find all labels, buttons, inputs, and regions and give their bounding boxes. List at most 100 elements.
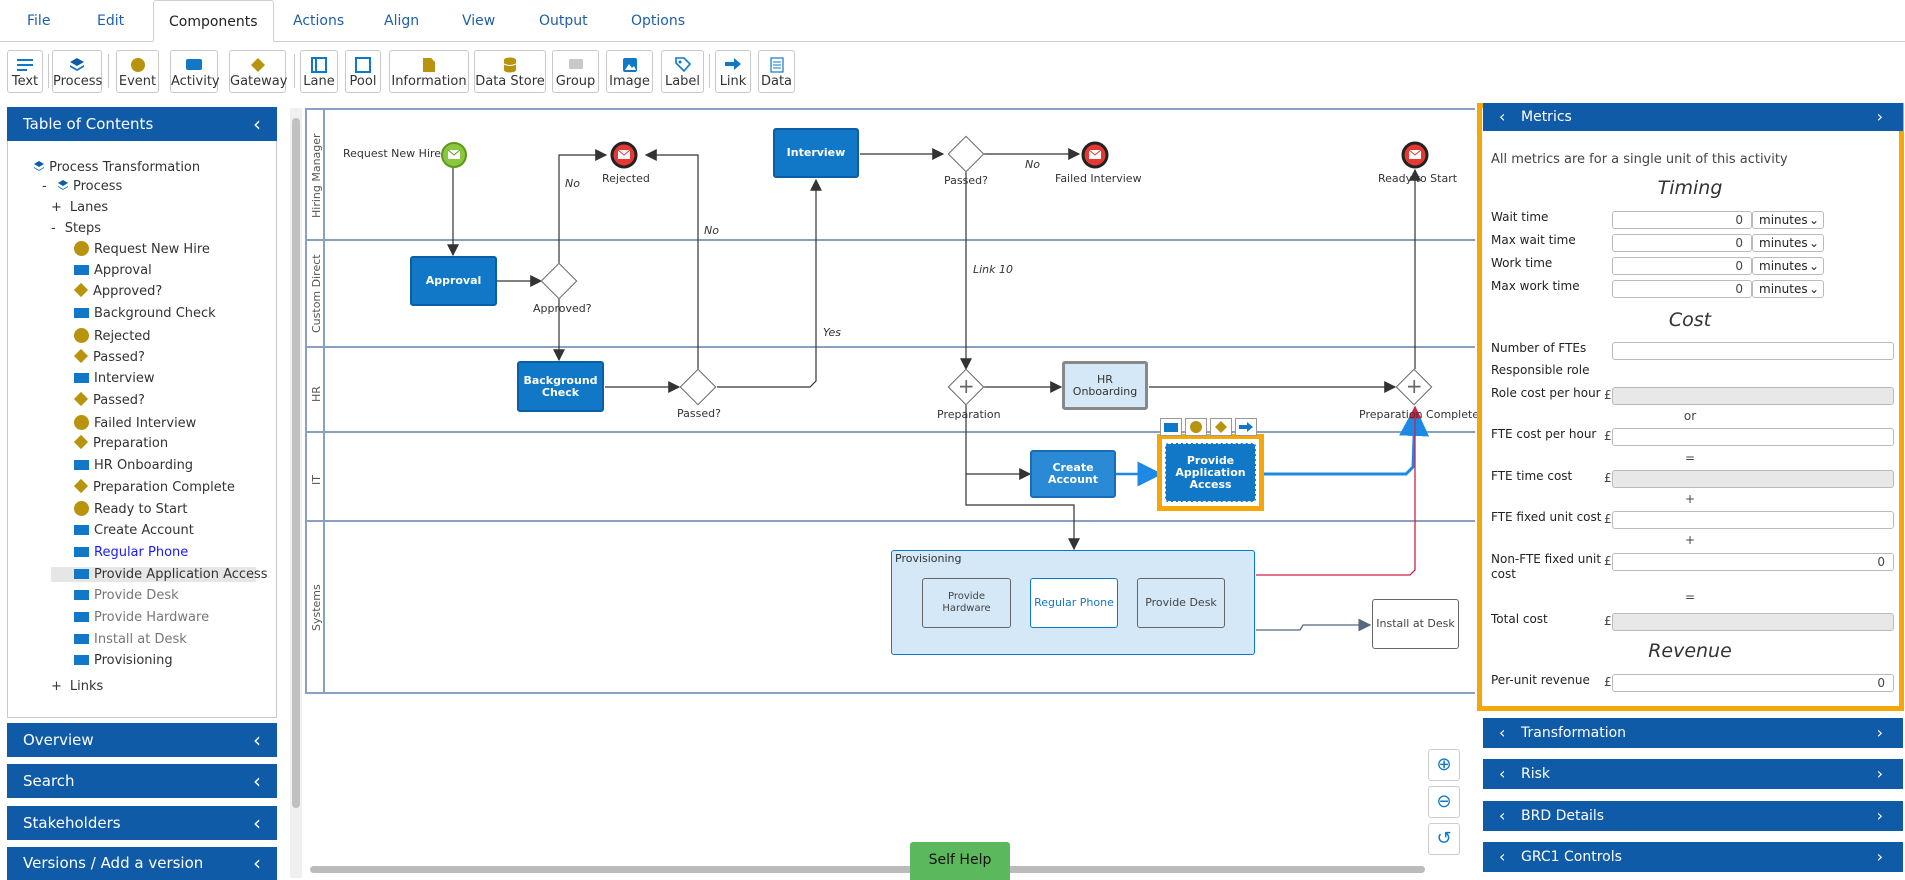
risk-section[interactable]: ‹Risk› xyxy=(1483,759,1903,789)
toc-root[interactable]: Process Transformation xyxy=(33,160,200,175)
work-time-input[interactable]: 0 xyxy=(1612,257,1752,275)
toolbar-text-button[interactable]: Text xyxy=(7,50,43,93)
toolbar-activity-button[interactable]: Activity xyxy=(170,50,220,93)
versions-section[interactable]: Versions / Add a version‹ xyxy=(7,847,277,880)
toolbar-process-label: Process xyxy=(53,74,103,89)
task-provide-desk[interactable]: Provide Desk xyxy=(1137,578,1225,628)
fte-fixed-unit-cost-input[interactable] xyxy=(1612,511,1894,529)
number-of-ftes-input[interactable] xyxy=(1612,342,1894,360)
toolbar-process-button[interactable]: Process xyxy=(52,50,102,93)
task-install-at-desk[interactable]: Install at Desk xyxy=(1372,599,1459,649)
menu-align[interactable]: Align xyxy=(384,13,420,29)
wait-time-input[interactable]: 0 xyxy=(1612,211,1752,229)
toolbar-image-button[interactable]: Image xyxy=(606,50,653,93)
toolbar-gateway-button[interactable]: Gateway xyxy=(229,50,287,93)
task-provide-hardware[interactable]: Provide Hardware xyxy=(922,578,1011,628)
search-section[interactable]: Search‹ xyxy=(7,764,277,798)
toolbar-link-button[interactable]: Link xyxy=(715,50,751,93)
end-event-failed-interview-icon[interactable] xyxy=(1080,140,1110,170)
max-wait-time-input[interactable]: 0 xyxy=(1612,234,1752,252)
toc-process[interactable]: - Process xyxy=(42,179,123,194)
per-unit-revenue-input[interactable]: 0 xyxy=(1612,674,1894,692)
toc-lanes[interactable]: +Lanes xyxy=(51,200,109,215)
task-hr-onboarding[interactable]: HR Onboarding xyxy=(1062,361,1148,410)
toc-step-item[interactable]: Install at Desk xyxy=(74,632,187,647)
task-approval[interactable]: Approval xyxy=(410,256,497,306)
overview-section[interactable]: Overview‹ xyxy=(7,723,277,757)
toc-step-item[interactable]: Preparation xyxy=(73,435,168,451)
toc-step-item[interactable]: Passed? xyxy=(73,391,145,408)
toc-step-item[interactable]: Approved? xyxy=(73,283,162,299)
toc-step-item[interactable]: Approval xyxy=(74,263,152,278)
toc-step-item[interactable]: Passed? xyxy=(73,348,145,365)
chevron-right-icon[interactable]: › xyxy=(1876,107,1883,126)
menu-file[interactable]: File xyxy=(27,13,51,29)
zoom-reset-button[interactable]: ↺ xyxy=(1428,823,1460,855)
max-wait-time-unit-select[interactable]: minutes⌄ xyxy=(1752,234,1824,252)
menu-output[interactable]: Output xyxy=(539,13,588,29)
task-regular-phone[interactable]: Regular Phone xyxy=(1030,578,1118,628)
menu-edit[interactable]: Edit xyxy=(97,13,125,29)
end-event-ready-to-start-icon[interactable] xyxy=(1400,140,1430,170)
non-fte-fixed-unit-cost-input[interactable]: 0 xyxy=(1612,553,1894,571)
quick-add-activity-icon[interactable] xyxy=(1160,418,1182,436)
quick-add-event-icon[interactable] xyxy=(1185,418,1207,436)
toolbar-label-button[interactable]: Label xyxy=(661,50,704,93)
max-work-time-unit-select[interactable]: minutes⌄ xyxy=(1752,280,1824,298)
task-interview[interactable]: Interview xyxy=(773,128,859,178)
toc-step-item[interactable]: Failed Interview xyxy=(74,414,196,431)
message-start-event-icon[interactable] xyxy=(440,141,468,169)
toc-step-item[interactable]: Preparation Complete xyxy=(73,478,235,495)
menu-components[interactable]: Components xyxy=(153,0,274,42)
toc-step-item[interactable]: Rejected xyxy=(74,327,151,344)
vertical-scrollbar[interactable] xyxy=(290,108,302,878)
activity-rect-icon xyxy=(171,57,217,73)
brd-details-section[interactable]: ‹BRD Details› xyxy=(1483,801,1903,831)
menu-actions[interactable]: Actions xyxy=(293,13,345,29)
chevron-left-icon[interactable]: ‹ xyxy=(1499,107,1506,126)
self-help-button[interactable]: Self Help xyxy=(910,842,1010,880)
quick-add-gateway-icon[interactable] xyxy=(1210,418,1232,436)
toolbar-data-button[interactable]: Data xyxy=(758,50,795,93)
fte-cost-per-hour-input[interactable] xyxy=(1612,428,1894,446)
toc-step-item[interactable]: Background Check xyxy=(74,306,216,321)
quick-add-link-icon[interactable] xyxy=(1235,418,1257,436)
task-create-account[interactable]: Create Account xyxy=(1030,450,1116,498)
toc-step-item[interactable]: Provisioning xyxy=(74,653,173,668)
toc-step-item[interactable]: Ready to Start xyxy=(74,501,187,517)
horizontal-scrollbar[interactable] xyxy=(310,866,1425,873)
toc-step-item[interactable]: Interview xyxy=(74,371,154,386)
zoom-out-button[interactable]: ⊖ xyxy=(1428,786,1460,818)
toolbar-data-store-button[interactable]: Data Store xyxy=(474,50,546,93)
toolbar-information-button[interactable]: Information xyxy=(389,50,469,93)
end-event-rejected-icon[interactable] xyxy=(609,140,639,170)
task-background-check[interactable]: Background Check xyxy=(517,361,604,412)
toolbar-pool-button[interactable]: Pool xyxy=(345,50,381,93)
stakeholders-section[interactable]: Stakeholders‹ xyxy=(7,806,277,840)
wait-time-unit-select[interactable]: minutes⌄ xyxy=(1752,211,1824,229)
metrics-header[interactable]: ‹ Metrics › xyxy=(1483,103,1903,131)
toc-links[interactable]: +Links xyxy=(51,679,104,694)
transformation-section[interactable]: ‹Transformation› xyxy=(1483,718,1903,748)
toc-step-item[interactable]: Provide Hardware xyxy=(74,610,209,625)
toc-step-item[interactable]: Request New Hire xyxy=(74,241,210,257)
toc-step-item[interactable]: Regular Phone xyxy=(74,545,188,560)
toc-step-item[interactable]: HR Onboarding xyxy=(74,458,193,473)
task-provide-application-access[interactable]: Provide Application Access xyxy=(1165,443,1256,502)
toolbar-event-button[interactable]: Event xyxy=(116,50,159,93)
zoom-in-button[interactable]: ⊕ xyxy=(1428,749,1460,781)
diagram-pool[interactable] xyxy=(305,108,1475,694)
menu-options[interactable]: Options xyxy=(631,13,686,29)
toc-step-item[interactable]: Provide Application Access xyxy=(51,566,268,582)
toolbar-lane-button[interactable]: Lane xyxy=(300,50,338,93)
toolbar-group-button[interactable]: Group xyxy=(552,50,599,93)
toc-step-item[interactable]: Provide Desk xyxy=(74,588,179,603)
toc-steps[interactable]: -Steps xyxy=(51,221,102,236)
work-time-unit-select[interactable]: minutes⌄ xyxy=(1752,257,1824,275)
toc-header[interactable]: Table of Contents ‹ xyxy=(7,107,277,141)
toc-step-item[interactable]: Create Account xyxy=(74,523,194,538)
scrollbar-thumb[interactable] xyxy=(292,118,300,808)
menu-view[interactable]: View xyxy=(462,13,496,29)
max-work-time-input[interactable]: 0 xyxy=(1612,280,1752,298)
grc1-controls-section[interactable]: ‹GRC1 Controls› xyxy=(1483,842,1903,872)
